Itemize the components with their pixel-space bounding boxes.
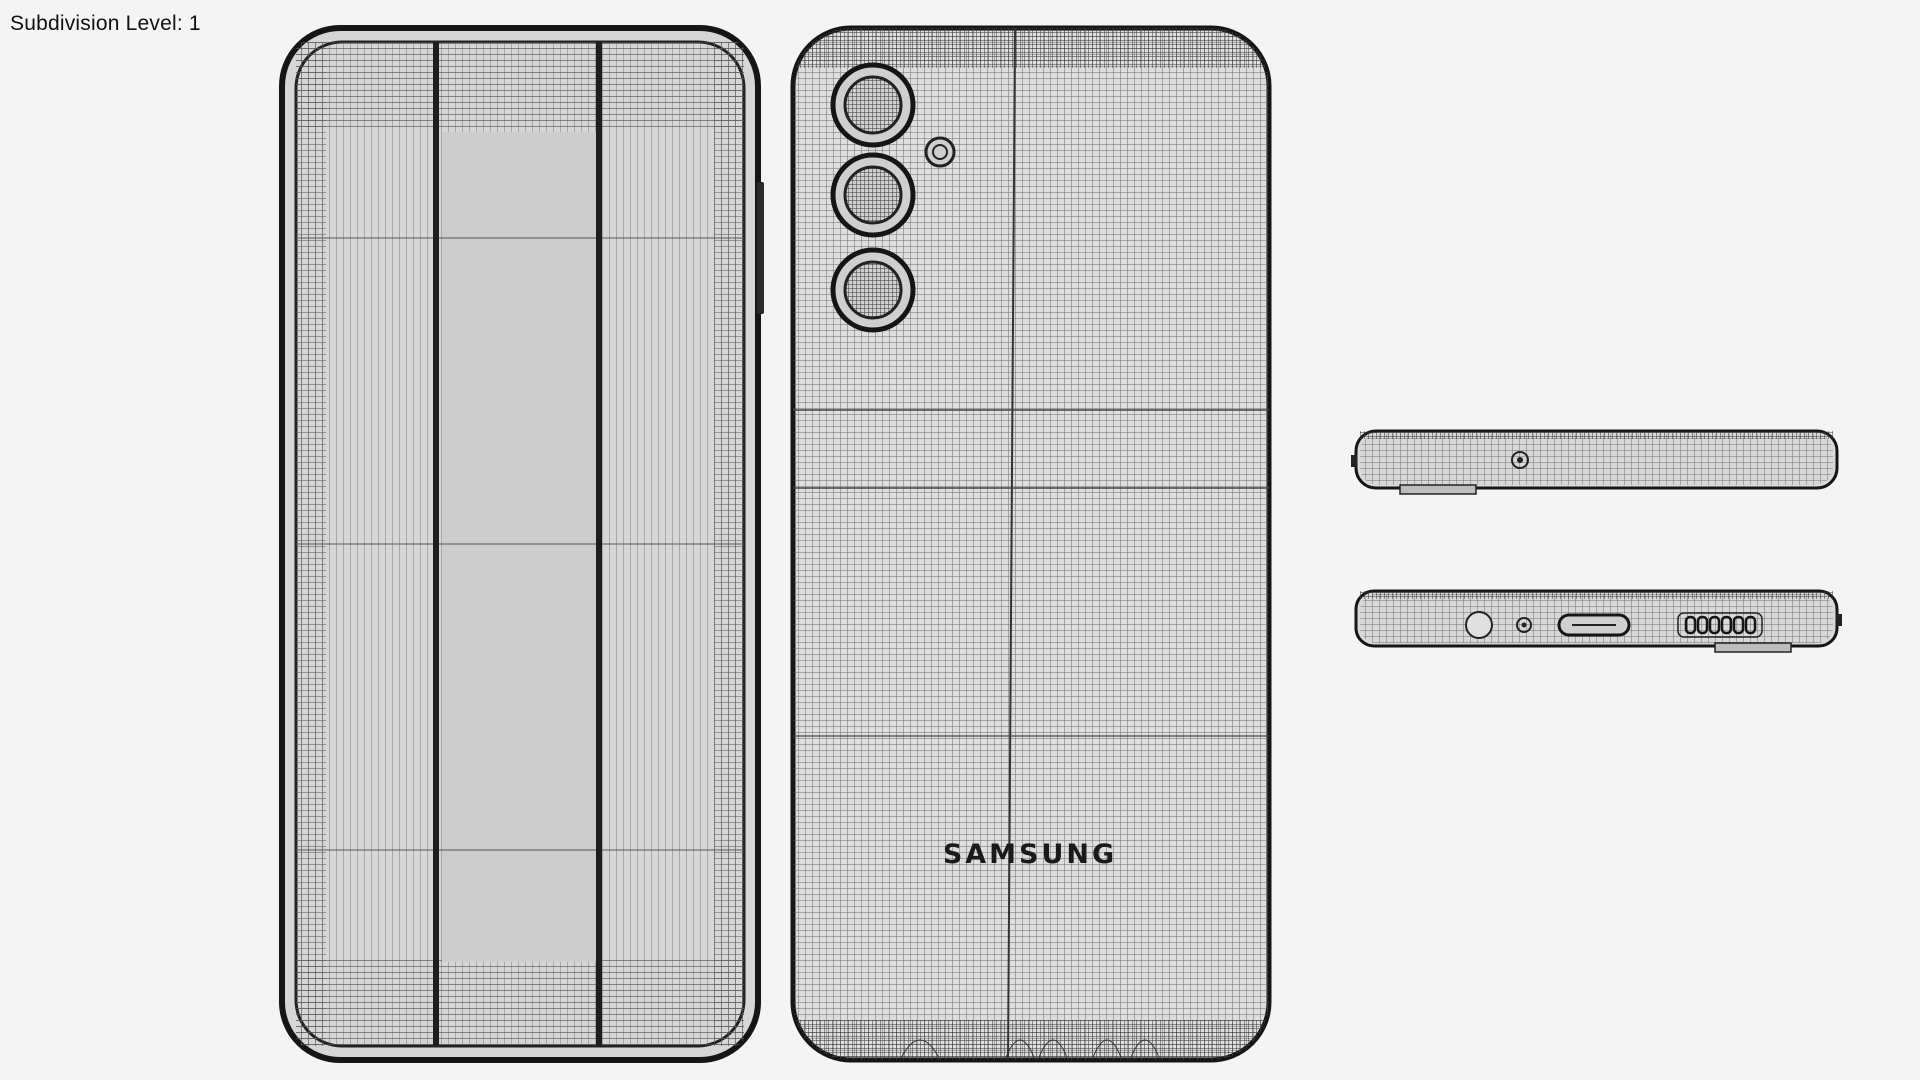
front-view [279,25,764,1063]
microphone-icon [1511,451,1529,469]
headphone-jack-icon [1465,611,1493,639]
microphone-bottom-icon [1516,617,1532,633]
camera-bump [1399,484,1477,495]
camera-module [830,62,956,333]
top-edge-view [1351,429,1839,495]
camera-lens-1 [830,62,916,148]
camera-lens-2 [830,152,916,238]
side-button [1351,455,1357,467]
camera-bump-bottom [1714,642,1792,653]
side-button-bottom [1836,614,1842,626]
usb-port-icon [1557,613,1631,637]
brand-logo: SAMSUNG [943,839,1117,870]
subdivision-level-label: Subdivision Level: 1 [10,12,201,35]
camera-lens-3 [830,247,916,333]
side-button-volume [757,182,764,314]
back-view: SAMSUNG [790,25,1272,1063]
flash-icon [924,136,956,168]
bottom-edge-view [1354,589,1842,653]
speaker-grille-icon [1677,612,1763,638]
